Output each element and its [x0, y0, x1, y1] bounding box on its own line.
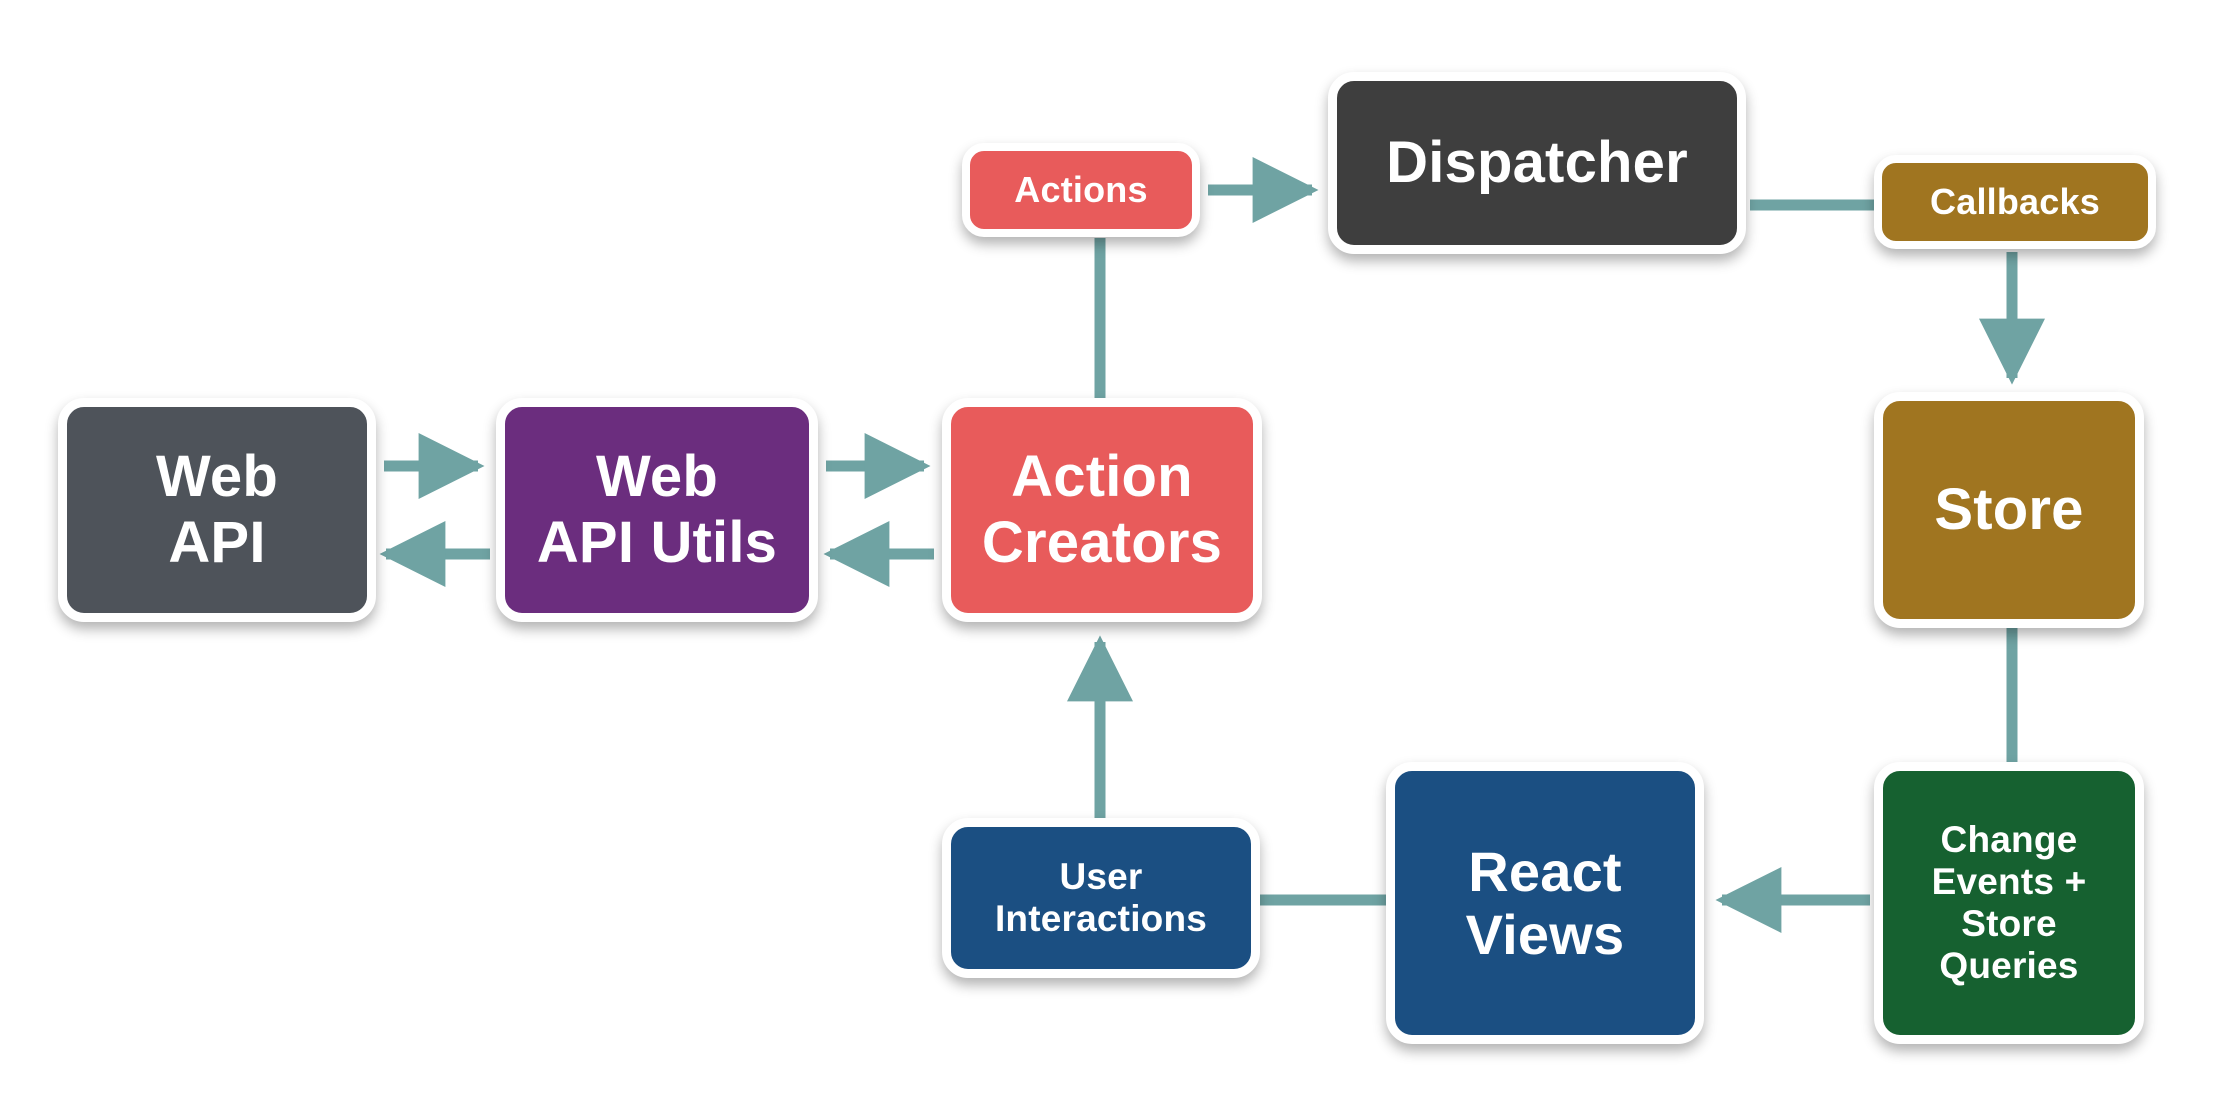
- node-line: Web: [596, 444, 718, 510]
- node-line: Dispatcher: [1386, 130, 1688, 196]
- node-actions-label: Actions: [970, 168, 1192, 211]
- node-user-interactions-label: User Interactions: [951, 856, 1251, 940]
- node-actions[interactable]: Actions: [962, 143, 1200, 237]
- node-store[interactable]: Store: [1874, 392, 2144, 628]
- node-change-events-label: Change Events + Store Queries: [1883, 819, 2135, 986]
- node-line: Creators: [981, 510, 1223, 575]
- node-dispatcher-label: Dispatcher: [1337, 130, 1737, 196]
- node-line: Web: [156, 444, 278, 510]
- node-line: API Utils: [536, 510, 778, 575]
- node-callbacks[interactable]: Callbacks: [1874, 155, 2156, 249]
- node-action-creators[interactable]: Action Creators: [942, 398, 1262, 622]
- node-line: Queries: [1939, 944, 2079, 986]
- node-react-views-label: React Views: [1395, 840, 1695, 967]
- node-web-api-utils[interactable]: Web API Utils: [496, 398, 818, 622]
- node-line: Store: [1934, 477, 2084, 543]
- node-web-api-label: Web API: [67, 444, 367, 575]
- node-line: Change: [1940, 819, 2078, 861]
- node-line: Store: [1961, 903, 2057, 944]
- node-web-api-utils-label: Web API Utils: [505, 444, 809, 575]
- node-web-api[interactable]: Web API: [58, 398, 376, 622]
- node-line: Interactions: [994, 898, 1208, 939]
- node-action-creators-label: Action Creators: [951, 444, 1253, 575]
- node-line: Actions: [1014, 168, 1148, 210]
- node-store-label: Store: [1883, 477, 2135, 543]
- node-line: React: [1468, 839, 1622, 903]
- node-line: Callbacks: [1930, 180, 2100, 222]
- node-line: Views: [1465, 903, 1625, 966]
- node-line: User: [1059, 856, 1143, 898]
- node-dispatcher[interactable]: Dispatcher: [1328, 72, 1746, 254]
- node-line: API: [168, 510, 266, 575]
- node-line: Action: [1011, 444, 1193, 510]
- node-react-views[interactable]: React Views: [1386, 762, 1704, 1044]
- node-callbacks-label: Callbacks: [1882, 180, 2148, 223]
- node-change-events-store-queries[interactable]: Change Events + Store Queries: [1874, 762, 2144, 1044]
- node-user-interactions[interactable]: User Interactions: [942, 818, 1260, 978]
- node-line: Events +: [1931, 861, 2087, 903]
